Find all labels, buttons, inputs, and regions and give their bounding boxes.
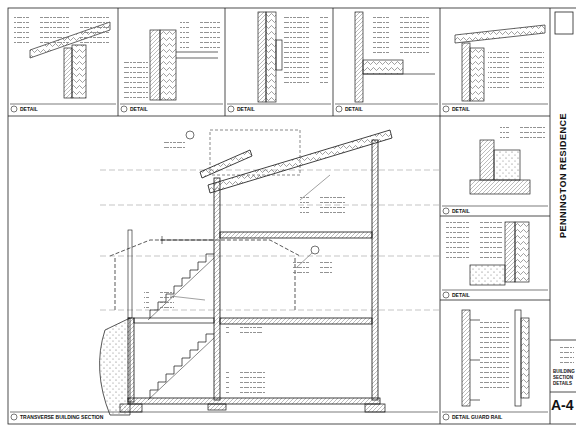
- guard-rail-detail: [462, 310, 529, 406]
- project-title: PENNINGTON RESIDENCE: [558, 113, 567, 238]
- wall-detail: [124, 20, 220, 100]
- detail-caption: DETAIL: [451, 293, 471, 298]
- caption-bars: [10, 104, 548, 420]
- footing-detail: [470, 124, 546, 194]
- section-caption: TRANSVERSE BUILDING SECTION: [19, 415, 104, 420]
- detail-caption: DETAIL GUARD RAIL: [451, 415, 503, 420]
- detail-caption: DETAIL: [451, 209, 471, 214]
- detail-caption: DETAIL: [344, 107, 364, 112]
- window-detail: [258, 12, 328, 102]
- sheet-frame: [8, 8, 576, 424]
- parapet-detail: [455, 25, 545, 101]
- section-notes: [144, 142, 574, 394]
- foundation-detail: [446, 222, 529, 285]
- sheet-name: DETAILS: [552, 382, 573, 387]
- detail-caption: DETAIL: [236, 107, 256, 112]
- sill-detail: [355, 12, 435, 102]
- sheet-name: BUILDING: [552, 370, 576, 375]
- detail-caption: DETAIL: [451, 107, 471, 112]
- sheet-number: A-4: [551, 398, 574, 412]
- building-section: [100, 130, 440, 415]
- sheet-name: SECTION: [552, 376, 574, 381]
- detail-caption: DETAIL: [19, 107, 39, 112]
- eave-detail: [14, 14, 114, 98]
- detail-caption: DETAIL: [129, 107, 149, 112]
